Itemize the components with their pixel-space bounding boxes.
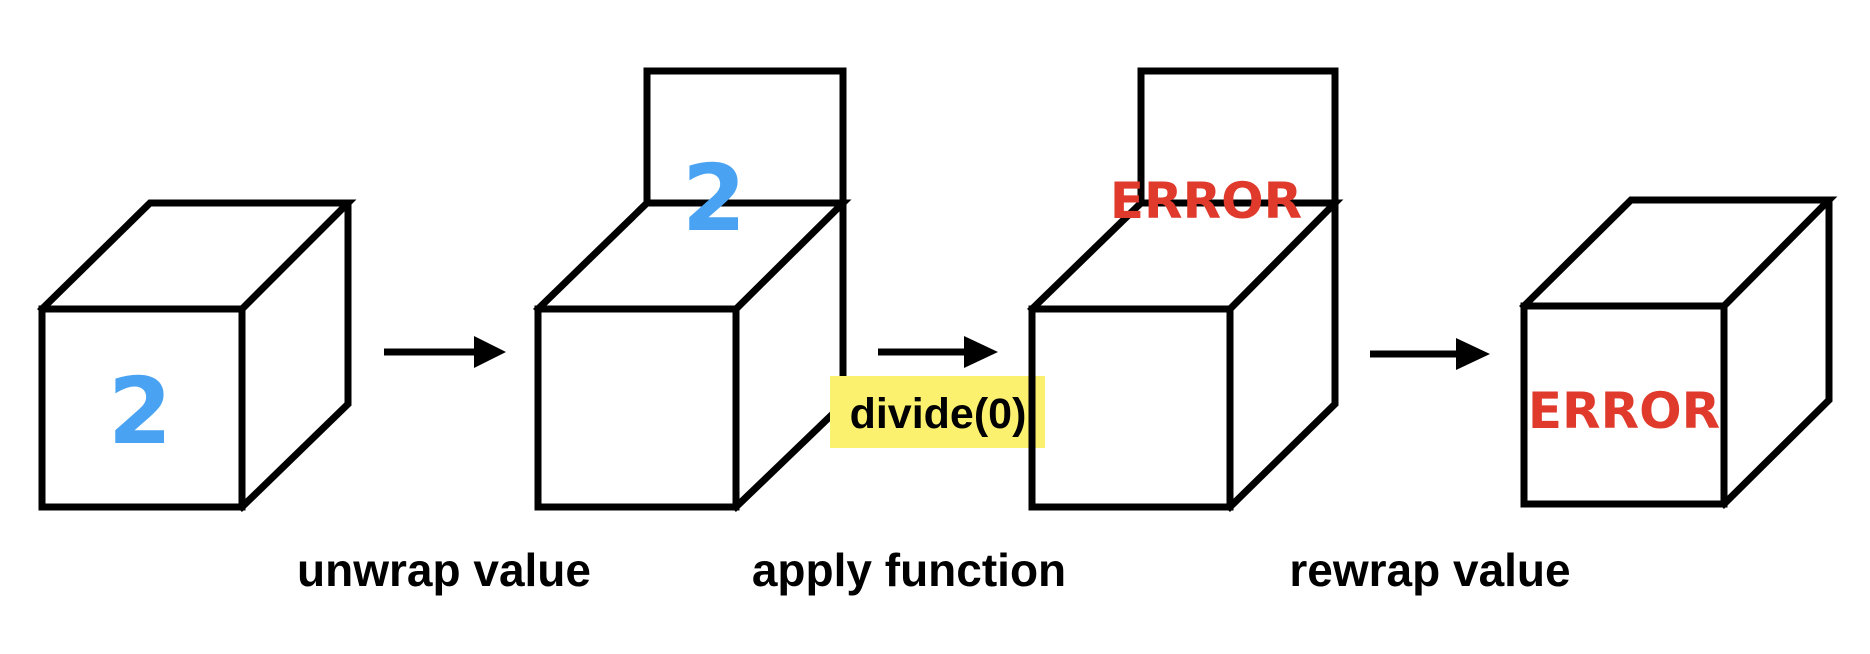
cube-1-front <box>38 305 246 511</box>
caption-rewrap: rewrap value <box>1289 544 1570 596</box>
cube-closed-with-value: 2 <box>37 199 357 512</box>
cube-opened-value-out: 2 <box>533 67 852 512</box>
cube-closed-with-error: ERROR <box>1519 196 1838 509</box>
cube-3-front <box>1028 305 1234 511</box>
cube-2-value: 2 <box>682 145 746 252</box>
cube-2-side <box>731 199 847 512</box>
cube-1-top <box>37 199 357 314</box>
function-text: divide(0) <box>850 390 1027 438</box>
cube-1-value: 2 <box>108 358 172 465</box>
cube-2-front <box>534 305 740 511</box>
arrow-rewrap <box>1370 338 1490 370</box>
function-label: divide(0) <box>830 376 1045 448</box>
arrow-unwrap <box>384 336 506 368</box>
cube-1-side <box>237 199 352 512</box>
cube-4-top <box>1519 196 1838 311</box>
cube-3-side <box>1225 199 1339 512</box>
arrow-apply <box>878 336 998 368</box>
cube-opened-error: ERROR <box>1027 67 1344 512</box>
cube-3-lid <box>1137 67 1339 207</box>
cube-4-side <box>1719 196 1833 509</box>
cube-4-front <box>1520 302 1728 508</box>
cube-4-error: ERROR <box>1528 382 1720 440</box>
cube-3-top <box>1027 199 1344 314</box>
caption-unwrap: unwrap value <box>297 544 591 596</box>
cube-2-top <box>533 199 852 314</box>
caption-apply: apply function <box>752 544 1066 596</box>
function-highlight <box>830 376 1045 448</box>
cube-2-lid <box>643 67 847 207</box>
cube-3-error: ERROR <box>1110 172 1302 230</box>
